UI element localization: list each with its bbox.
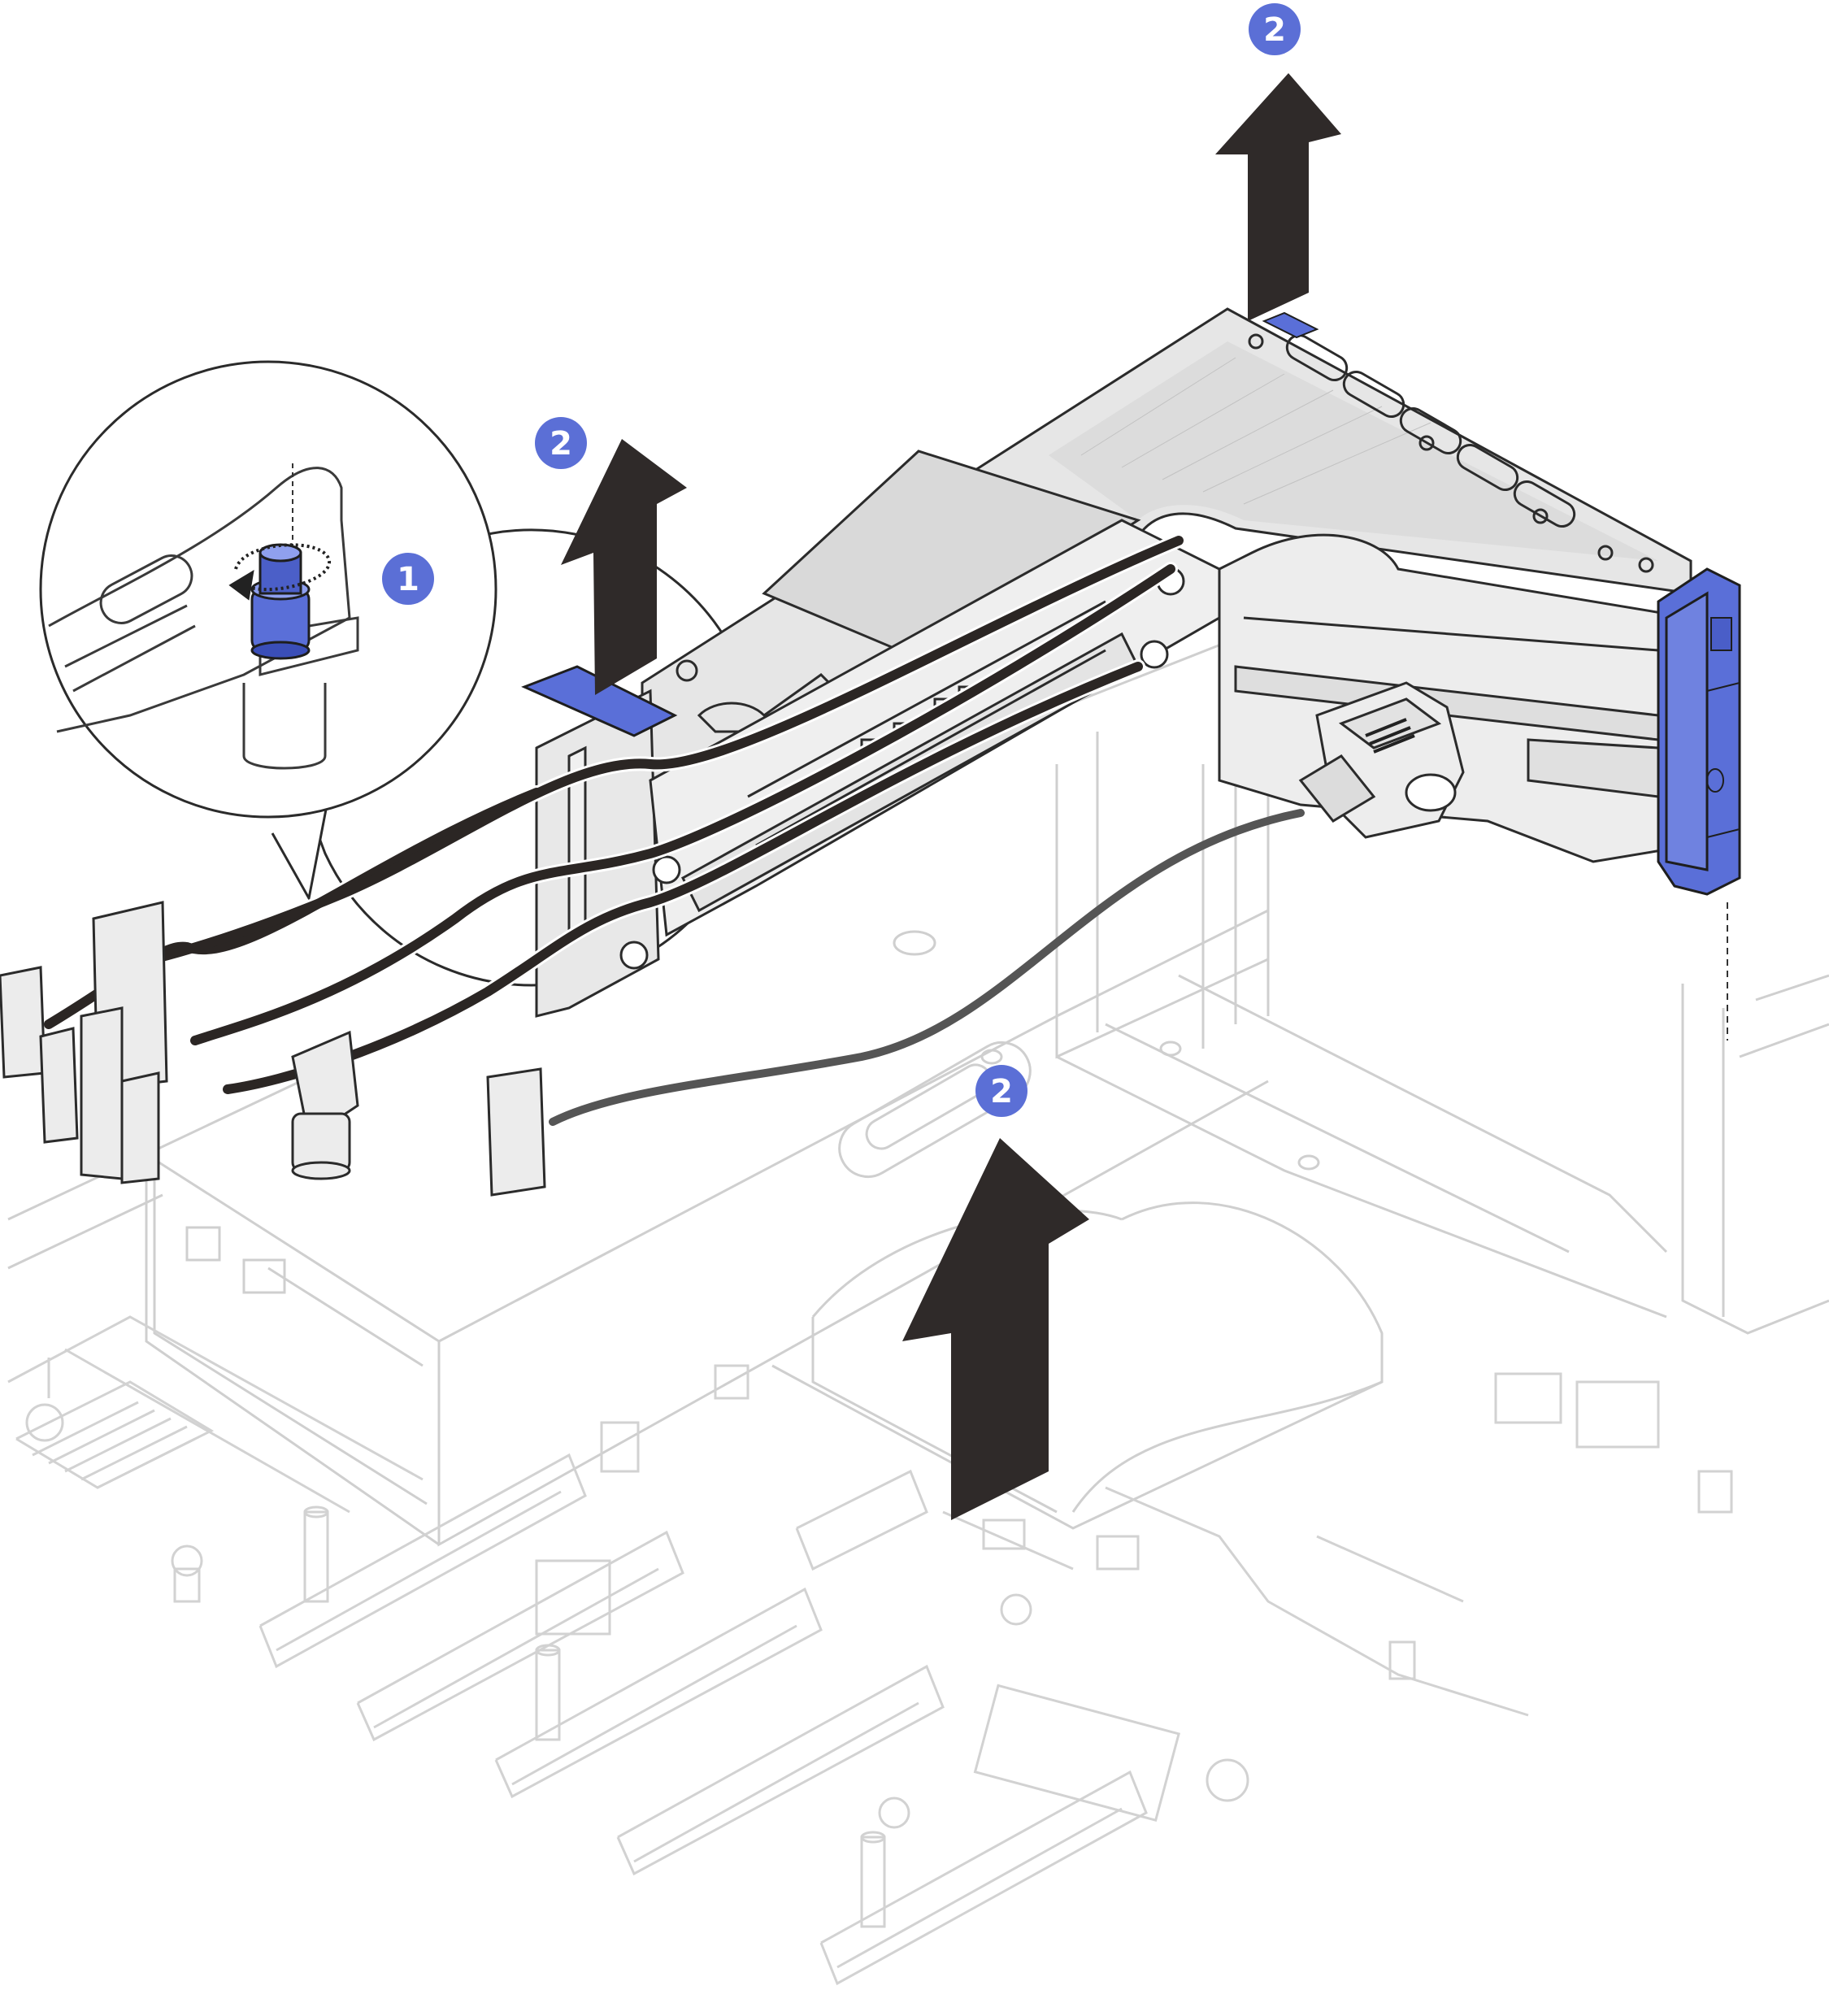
riser-tab-left: [521, 665, 678, 737]
riser-tab-top: [1262, 311, 1319, 339]
cable-connector: [1298, 681, 1465, 839]
thumbscrew-icon: [250, 463, 311, 660]
step-2-callout-bottom: 2: [975, 1065, 1027, 1117]
riser-cage: [535, 307, 1692, 1018]
rotate-icon: [228, 543, 331, 601]
lift-arrow-top: [1215, 73, 1341, 321]
step-2-callout-top: 2: [1249, 3, 1301, 55]
chassis-background: [7, 624, 1829, 1547]
step-2-number-bottom: 2: [990, 1073, 1013, 1110]
motherboard-background: [7, 1315, 1733, 1986]
step-2-callout-left: 2: [535, 417, 587, 469]
lift-arrow-bottom: [902, 1138, 1089, 1520]
lift-arrow-left: [561, 439, 687, 695]
step-1-number: 1: [397, 561, 419, 598]
release-latch: [1657, 567, 1741, 1041]
step-2-number-left: 2: [550, 425, 572, 463]
heatsink: [15, 1380, 215, 1489]
cable-connectors-left: [0, 901, 546, 1197]
vent-slots: [676, 333, 1654, 682]
step-1-callout: 1: [382, 553, 434, 605]
pcie-slot-group: [258, 1453, 1148, 1986]
step-2-number-top: 2: [1263, 11, 1286, 49]
